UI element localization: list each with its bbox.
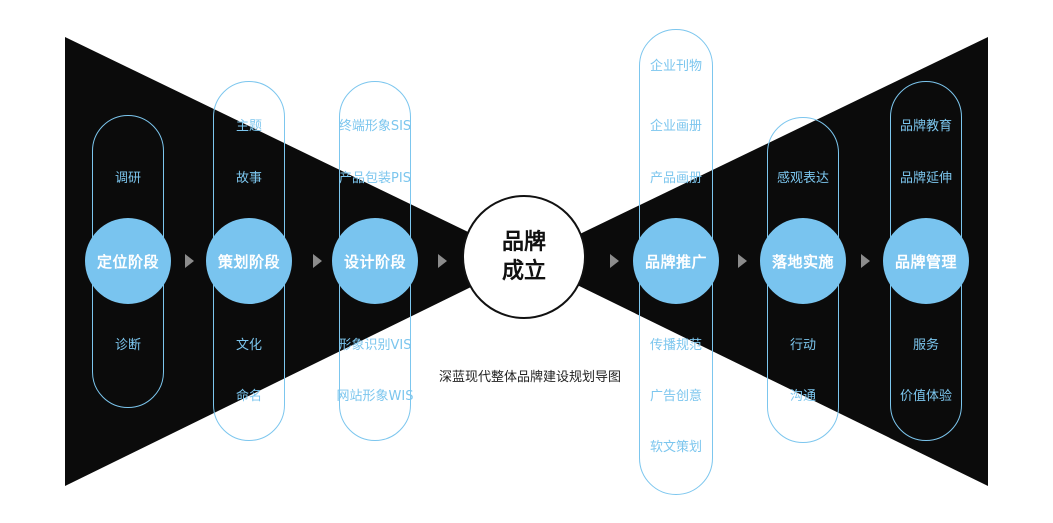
item-theme: 主题 xyxy=(235,119,262,134)
item-corporate-brochure: 企业画册 xyxy=(649,119,702,134)
item-story: 故事 xyxy=(235,171,262,186)
item-naming: 命名 xyxy=(235,389,262,404)
item-service: 服务 xyxy=(912,338,939,353)
item-product-brochure: 产品画册 xyxy=(649,171,702,186)
stage-promotion: 品牌推广 xyxy=(633,218,719,304)
center-line-1: 品牌 xyxy=(501,230,546,255)
brand-established-circle: 品牌 成立 xyxy=(462,195,586,319)
item-action: 行动 xyxy=(789,338,816,353)
item-pis: 产品包装PIS xyxy=(339,171,411,186)
stage-positioning: 定位阶段 xyxy=(85,218,171,304)
item-vis: 形象识别VIS xyxy=(338,338,412,353)
item-culture: 文化 xyxy=(235,338,262,353)
arrow-right-icon xyxy=(438,254,447,268)
item-sensory-expression: 感观表达 xyxy=(776,171,829,186)
left-triangle xyxy=(65,37,526,486)
diagram-caption: 深蓝现代整体品牌建设规划导图 xyxy=(438,370,621,385)
arrow-right-icon xyxy=(185,254,194,268)
center-line-2: 成立 xyxy=(501,259,546,284)
item-sis: 终端形象SIS xyxy=(338,119,412,134)
item-brand-extension: 品牌延伸 xyxy=(899,171,952,186)
item-diagnosis: 诊断 xyxy=(114,338,141,353)
item-ad-creative: 广告创意 xyxy=(649,389,702,404)
right-triangle xyxy=(526,37,988,486)
item-advertorial-planning: 软文策划 xyxy=(649,440,702,455)
item-communication-standards: 传播规范 xyxy=(649,338,702,353)
arrow-right-icon xyxy=(610,254,619,268)
item-research: 调研 xyxy=(114,171,141,186)
item-wis: 网站形象WIS xyxy=(336,389,414,404)
item-value-experience: 价值体验 xyxy=(899,389,952,404)
arrow-right-icon xyxy=(861,254,870,268)
item-communication: 沟通 xyxy=(789,389,816,404)
item-brand-education: 品牌教育 xyxy=(899,119,952,134)
stage-management: 品牌管理 xyxy=(883,218,969,304)
arrow-right-icon xyxy=(738,254,747,268)
stage-planning: 策划阶段 xyxy=(206,218,292,304)
arrow-right-icon xyxy=(313,254,322,268)
item-corporate-journal: 企业刊物 xyxy=(649,59,702,74)
stage-implementation: 落地实施 xyxy=(760,218,846,304)
stage-design: 设计阶段 xyxy=(332,218,418,304)
